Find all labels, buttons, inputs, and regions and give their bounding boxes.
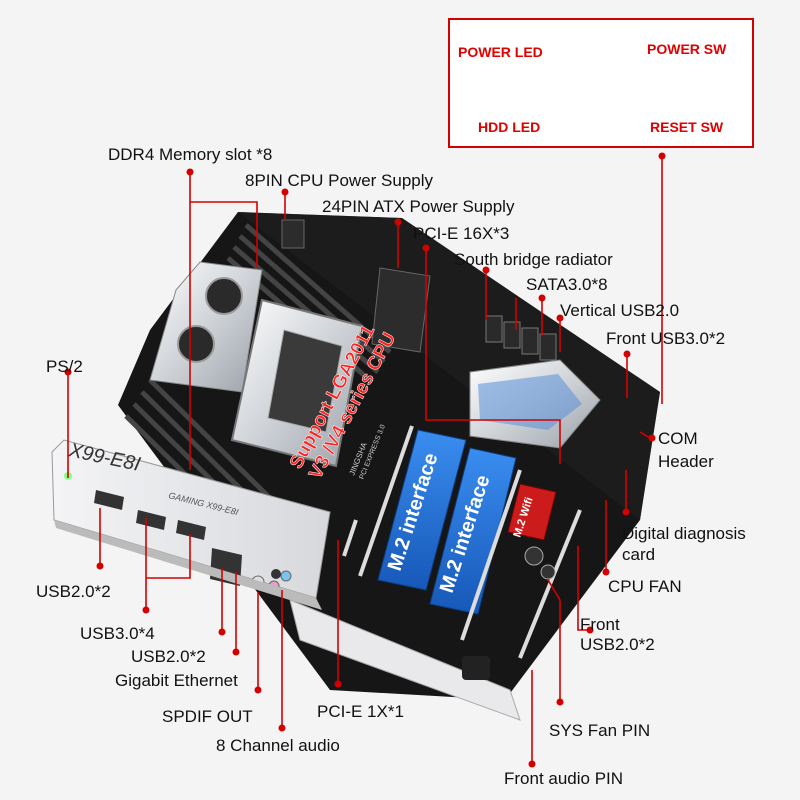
capacitors <box>524 546 556 580</box>
rear-usb2-second-label: USB2.0*2 <box>131 647 206 666</box>
front-panel-header-box <box>448 18 754 148</box>
cpu-power-label: 8PIN CPU Power Supply <box>245 171 434 190</box>
power-led-label: POWER LED <box>458 44 543 60</box>
sata-ports <box>485 315 557 361</box>
m2-wifi-slot <box>507 483 557 541</box>
front-usb2-label: Front <box>580 615 620 634</box>
south-bridge-heatsink <box>469 359 601 449</box>
hdd-led-label: HDD LED <box>478 119 541 135</box>
audio-channel-label: 8 Channel audio <box>216 736 340 755</box>
cpu-socket <box>230 298 364 468</box>
sys-fan-label: SYS Fan PIN <box>549 721 651 740</box>
vertical-usb-label: Vertical USB2.0 <box>560 301 680 320</box>
power-sw-label: POWER SW <box>647 41 727 57</box>
callout-dots <box>64 152 666 768</box>
pcie16-label: PCI-E 16X*3 <box>413 224 510 243</box>
pcie1-label: PCI-E 1X*1 <box>317 702 404 721</box>
callout-lines <box>67 156 663 764</box>
gigabit-ethernet-label: Gigabit Ethernet <box>115 671 238 690</box>
rear-usb3-label: USB3.0*4 <box>80 624 155 643</box>
atx-connector <box>371 267 431 353</box>
rear-usb2-label: USB2.0*2 <box>36 582 111 601</box>
atx-power-label: 24PIN ATX Power Supply <box>322 197 515 216</box>
diagnosis-card-label: card <box>622 545 656 564</box>
com-header-label: Header <box>658 452 714 471</box>
south-bridge-label: South bridge radiator <box>454 250 613 269</box>
cpu-power-connector <box>281 219 305 249</box>
front-usb2-count-label: USB2.0*2 <box>580 635 655 654</box>
pcie-slots <box>342 425 582 659</box>
ddr4-memory-label: DDR4 Memory slot *8 <box>108 145 273 164</box>
m2-shield-2 <box>429 447 517 615</box>
front-usb3-label: Front USB3.0*2 <box>606 329 726 348</box>
digital-diagnosis-label: Digital diagnosis <box>622 524 746 543</box>
spdif-out-label: SPDIF OUT <box>162 707 253 726</box>
com-label: COM <box>658 429 698 448</box>
front-audio-label: Front audio PIN <box>504 769 624 788</box>
sata-label: SATA3.0*8 <box>526 275 608 294</box>
reset-sw-label: RESET SW <box>650 119 724 135</box>
io-shield <box>51 439 331 610</box>
vrm-heatsink <box>149 261 263 393</box>
ps2-label: PS/2 <box>46 357 83 376</box>
m2-shield-1 <box>377 429 467 591</box>
cpu-fan-label: CPU FAN <box>608 577 682 596</box>
board-armor <box>289 599 521 721</box>
